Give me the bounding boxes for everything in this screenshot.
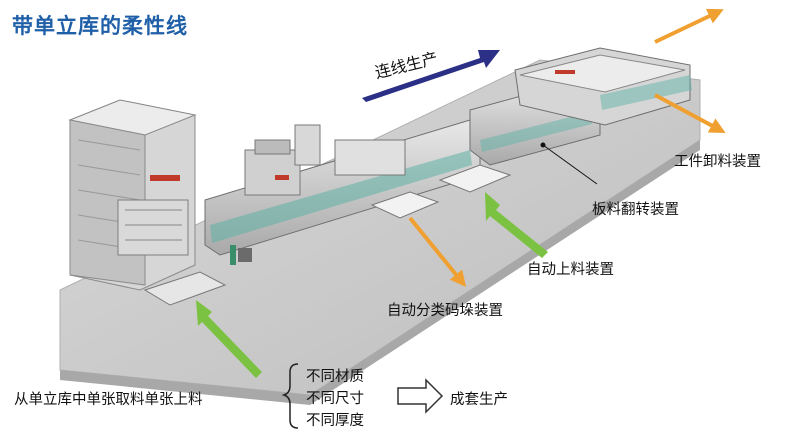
page-title: 带单立库的柔性线 xyxy=(12,14,188,38)
unloading-label: 工件卸料装置 xyxy=(674,154,761,170)
main-machine xyxy=(204,119,481,265)
outline-arrow-icon xyxy=(397,378,444,414)
tower-storage xyxy=(68,99,197,291)
auto-loading-label: 自动上料装置 xyxy=(527,262,614,278)
material-variants: 不同材质 不同尺寸 不同厚度 xyxy=(306,366,364,432)
variant-thickness: 不同厚度 xyxy=(306,413,364,429)
sorting-stacking-label: 自动分类码垛装置 xyxy=(387,303,503,319)
variant-size: 不同尺寸 xyxy=(306,391,364,407)
green-arrows xyxy=(196,192,548,378)
loading-platform xyxy=(438,164,512,193)
floor-edge xyxy=(60,140,700,405)
flipping-label: 板料翻转装置 xyxy=(592,202,679,218)
sorting-table xyxy=(370,191,440,219)
variant-material: 不同材质 xyxy=(306,369,364,385)
orange-arrows xyxy=(408,8,726,287)
tower-loading-table xyxy=(143,271,227,306)
brace xyxy=(281,363,299,429)
unloading-device xyxy=(514,47,692,126)
result-label: 成套生产 xyxy=(450,392,508,408)
tower-retrieval-label: 从单立库中单张取料单张上料 xyxy=(14,392,203,408)
flow-direction-arrow xyxy=(362,50,500,102)
